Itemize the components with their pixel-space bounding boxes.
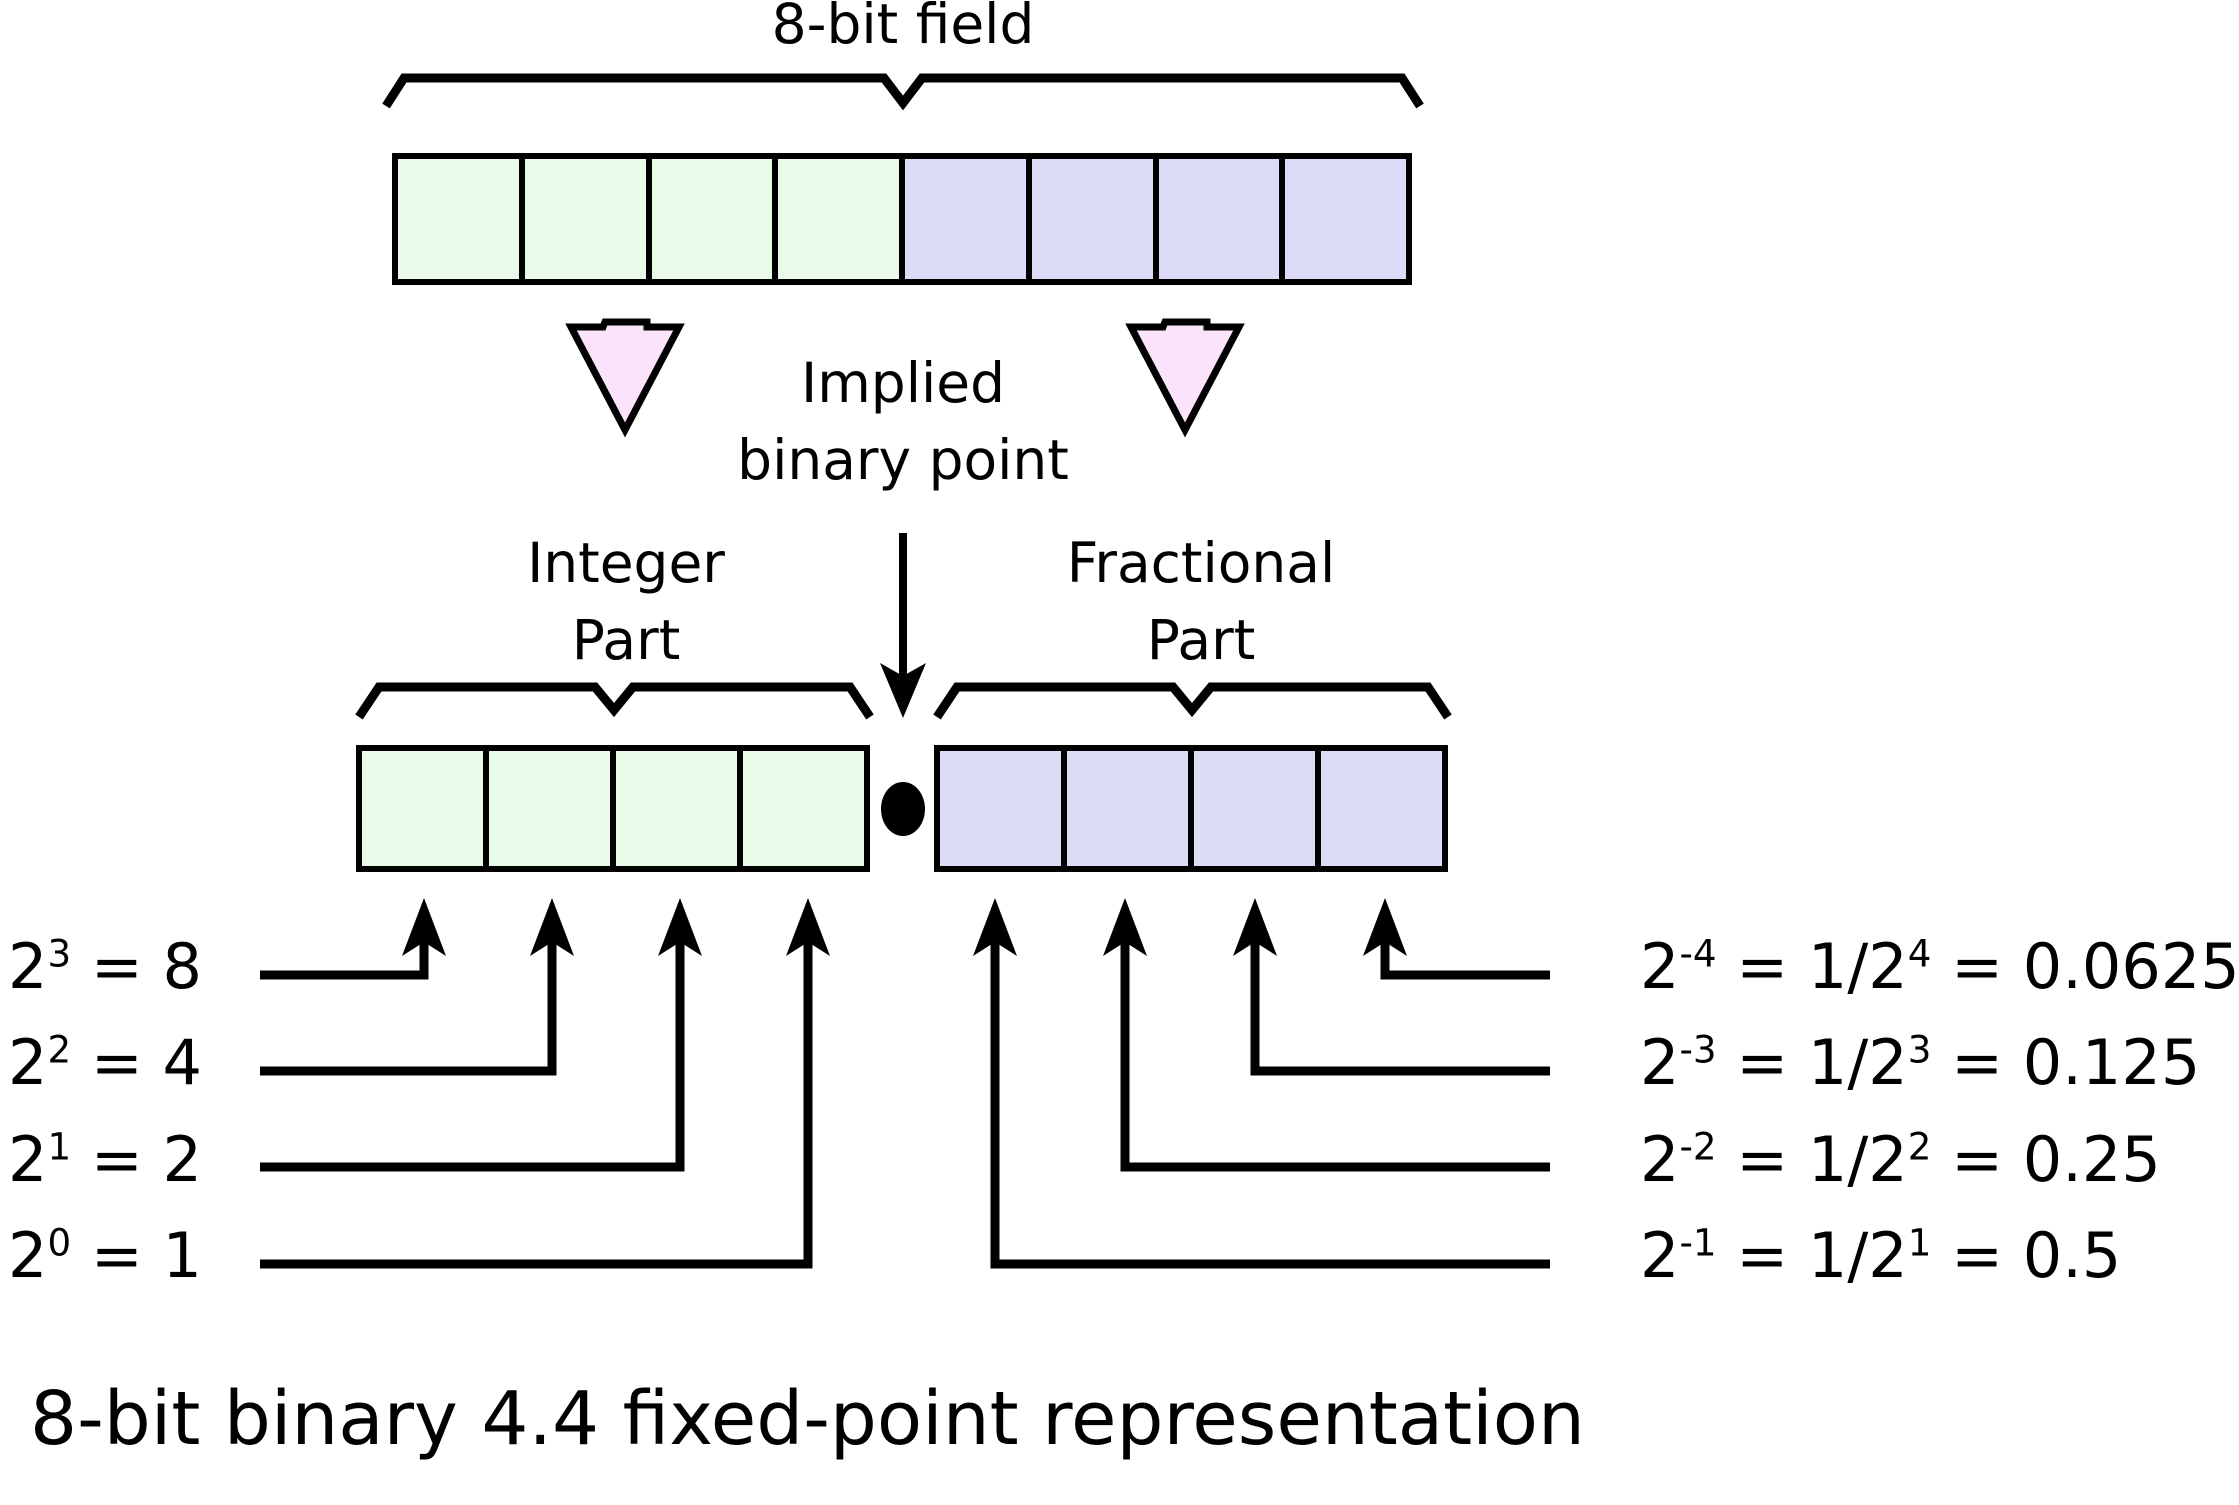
weight-2powneg3-exponent: -3	[1679, 1027, 1717, 1072]
weight-2powneg1-value: = 0.5	[1951, 1219, 2122, 1292]
connector-left-2pow0-arrowhead	[786, 898, 830, 956]
connector-left-2pow3-arrowhead	[402, 898, 446, 956]
connector-left-2pow3	[260, 932, 429, 980]
top-bit-cell-1[interactable]	[524, 159, 652, 279]
weight-2powneg2-base: 2	[1640, 1123, 1680, 1196]
integer-bit-cell-2[interactable]	[489, 751, 616, 866]
top-bit-field	[392, 153, 1412, 285]
connector-right-2powneg2-arrowhead	[1103, 898, 1147, 956]
fractional-part-label-line1: Fractional	[1066, 531, 1336, 595]
weight-2powneg4-base: 2	[1640, 930, 1680, 1003]
connector-left-2pow2-arrowhead	[530, 898, 574, 956]
top-bit-cell-2[interactable]	[651, 159, 779, 279]
top-bit-cell-3[interactable]	[778, 159, 905, 279]
fractional-bit-cell-neg2[interactable]	[1067, 751, 1194, 866]
weight-2pow3-base: 2	[8, 930, 48, 1003]
weight-2powneg2-exponent: -2	[1679, 1124, 1717, 1169]
fractional-bit-cell-neg3[interactable]	[1194, 751, 1321, 866]
fractional-part-bit-field	[934, 745, 1448, 872]
connector-right-2powneg4-arrowhead	[1363, 898, 1407, 956]
connector-right-2powneg3-arrowhead	[1233, 898, 1277, 956]
weight-label-2powneg3: 2-3 = 1/23 = 0.125	[1640, 1030, 2200, 1095]
figure-caption: 8-bit binary 4.4 fixed-point representat…	[30, 1376, 1585, 1462]
weight-2powneg4-reciprocal: = 1/2	[1736, 930, 1908, 1003]
fractional-bit-cell-neg4[interactable]	[1321, 751, 1442, 866]
weight-2powneg1-reciprocal-exponent: 1	[1907, 1220, 1932, 1265]
connector-left-2pow0	[260, 932, 813, 1269]
weight-2powneg1-exponent: -1	[1679, 1220, 1717, 1265]
weight-2powneg4-reciprocal-exponent: 4	[1907, 931, 1932, 976]
integer-part-brace	[355, 682, 874, 720]
implied-binary-point-label-line1: Implied	[800, 351, 1006, 415]
connector-right-2powneg1-arrowhead	[973, 898, 1017, 956]
top-bit-cell-4[interactable]	[905, 159, 1032, 279]
connector-left-2pow1-arrowhead	[658, 898, 702, 956]
fractional-bit-cell-neg1[interactable]	[940, 751, 1067, 866]
weight-2pow1-exponent: 1	[47, 1124, 72, 1169]
connector-right-2powneg1	[990, 932, 1550, 1269]
fractional-part-label-line2: Part	[1146, 608, 1256, 672]
weight-label-2powneg1: 2-1 = 1/21 = 0.5	[1640, 1223, 2121, 1288]
weight-2powneg2-reciprocal-exponent: 2	[1907, 1124, 1932, 1169]
connector-left-2pow1	[260, 932, 685, 1172]
integer-bit-cell-1[interactable]	[616, 751, 743, 866]
weight-label-2powneg2: 2-2 = 1/22 = 0.25	[1640, 1127, 2161, 1192]
top-bit-cell-6[interactable]	[1158, 159, 1286, 279]
integer-bit-cell-0[interactable]	[743, 751, 864, 866]
weight-2pow1-base: 2	[8, 1123, 48, 1196]
implied-binary-point-label-line2: binary point	[737, 428, 1069, 492]
connector-left-2pow2	[260, 932, 557, 1076]
connector-right-2powneg4	[1380, 932, 1550, 980]
weight-2powneg4-value: = 0.0625	[1951, 930, 2239, 1003]
integer-part-label-line1: Integer	[527, 531, 725, 595]
top-bit-cell-5[interactable]	[1031, 159, 1159, 279]
binary-point-pointer-head	[880, 663, 926, 718]
weight-2powneg3-reciprocal: = 1/2	[1736, 1026, 1908, 1099]
weight-2pow1-value: = 2	[90, 1123, 202, 1196]
connector-right-2powneg2	[1120, 932, 1550, 1172]
weight-2powneg3-base: 2	[1640, 1026, 1680, 1099]
weight-2pow2-exponent: 2	[47, 1027, 72, 1072]
weight-2powneg4-exponent: -4	[1679, 931, 1717, 976]
weight-label-2pow1: 21 = 2	[8, 1127, 202, 1192]
weight-label-2powneg4: 2-4 = 1/24 = 0.0625	[1640, 934, 2239, 999]
weight-2pow3-exponent: 3	[47, 931, 72, 976]
weight-2pow2-base: 2	[8, 1026, 48, 1099]
weight-label-2pow3: 23 = 8	[8, 934, 202, 999]
weight-2powneg2-value: = 0.25	[1951, 1123, 2161, 1196]
weight-2pow3-value: = 8	[90, 930, 202, 1003]
integer-part-bit-field	[356, 745, 870, 872]
integer-part-label-line2: Part	[571, 608, 681, 672]
weight-label-2pow0: 20 = 1	[8, 1223, 202, 1288]
weight-2pow0-value: = 1	[90, 1219, 202, 1292]
top-field-label: 8-bit field	[771, 0, 1035, 56]
right-pink-down-arrow	[1125, 318, 1245, 438]
top-bit-cell-0[interactable]	[398, 159, 525, 279]
binary-point-dot	[881, 782, 925, 836]
weight-2pow0-base: 2	[8, 1219, 48, 1292]
weight-label-2pow2: 22 = 4	[8, 1030, 202, 1095]
left-pink-down-arrow	[565, 318, 685, 438]
weight-2powneg3-reciprocal-exponent: 3	[1907, 1027, 1932, 1072]
weight-2pow2-value: = 4	[90, 1026, 202, 1099]
fractional-part-brace	[933, 682, 1452, 720]
connector-right-2powneg3	[1250, 932, 1550, 1076]
weight-2powneg1-reciprocal: = 1/2	[1736, 1219, 1908, 1292]
integer-bit-cell-3[interactable]	[362, 751, 489, 866]
weight-2powneg2-reciprocal: = 1/2	[1736, 1123, 1908, 1196]
weight-2powneg3-value: = 0.125	[1951, 1026, 2201, 1099]
weight-2powneg1-base: 2	[1640, 1219, 1680, 1292]
top-field-brace	[382, 73, 1424, 111]
weight-2pow0-exponent: 0	[47, 1220, 72, 1265]
top-bit-cell-7[interactable]	[1285, 159, 1406, 279]
